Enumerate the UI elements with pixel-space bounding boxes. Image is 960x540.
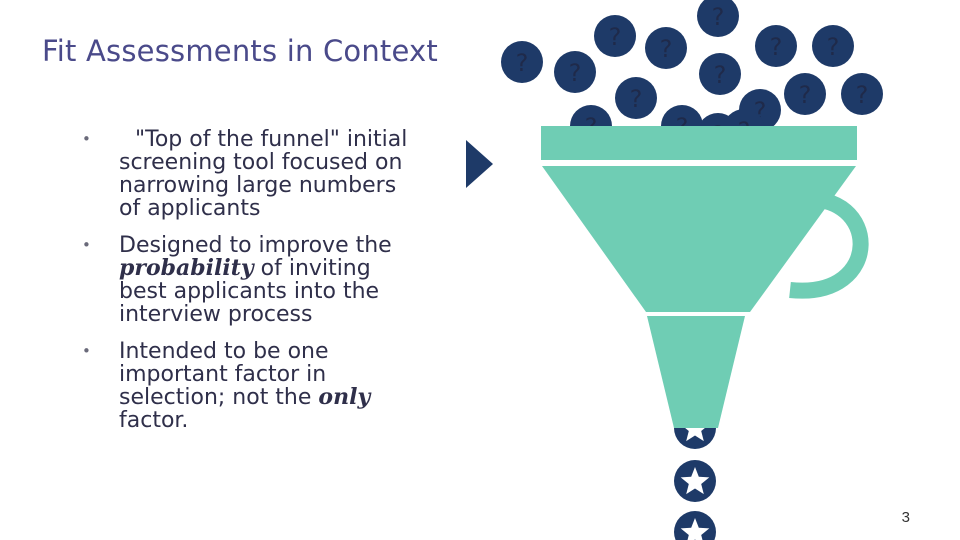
star-icon (680, 467, 710, 495)
funnel-rim (541, 126, 857, 160)
bullet-text-end: factor. (119, 408, 189, 433)
star-circle (674, 511, 716, 540)
bullet-text-end: of inviting best applicants into the int… (119, 256, 380, 327)
bullet-list: • "Top of the funnel" initial screening … (82, 128, 412, 446)
slide-title: Fit Assessments in Context (42, 34, 438, 68)
question-circle: ? (501, 41, 543, 83)
question-mark-icon: ? (856, 81, 869, 109)
question-circle: ? (784, 73, 826, 115)
question-circle: ? (645, 27, 687, 69)
question-circle: ? (812, 25, 854, 67)
question-circle: ? (554, 51, 596, 93)
question-mark-icon: ? (516, 49, 529, 77)
play-arrow-icon (466, 140, 493, 188)
question-mark-icon: ? (827, 33, 840, 61)
bullet-text: Designed to improve the (119, 233, 392, 258)
page-number: 3 (901, 509, 910, 526)
question-mark-icon: ? (660, 35, 673, 63)
bullet-emphasis: only (318, 384, 371, 410)
question-circle: ? (697, 0, 739, 37)
bullet-marker: • (82, 342, 91, 360)
question-mark-icon: ? (569, 59, 582, 87)
bullet-emphasis: probability (119, 255, 254, 281)
bullet-item-3: • Intended to be one important factor in… (82, 340, 412, 432)
bullet-item-2: • Designed to improve the probability of… (82, 234, 412, 326)
question-circle: ? (594, 15, 636, 57)
question-circle: ? (699, 53, 741, 95)
question-circle: ? (615, 77, 657, 119)
question-circle: ? (841, 73, 883, 115)
bullet-marker: • (82, 130, 91, 148)
question-mark-icon: ? (609, 23, 622, 51)
question-mark-icon: ? (714, 61, 727, 89)
funnel-cone (542, 166, 856, 312)
question-mark-icon: ? (712, 3, 725, 31)
funnel-spout (647, 316, 745, 428)
question-circle: ? (755, 25, 797, 67)
bullet-text: Intended to be one important factor in s… (119, 339, 329, 410)
bullet-marker: • (82, 236, 91, 254)
question-circles: ???????????????? (501, 0, 883, 155)
question-mark-icon: ? (630, 85, 643, 113)
question-mark-icon: ? (770, 33, 783, 61)
bullet-text: "Top of the funnel" initial screening to… (119, 127, 408, 221)
star-circle (674, 460, 716, 502)
question-mark-icon: ? (799, 81, 812, 109)
bullet-item-1: • "Top of the funnel" initial screening … (82, 128, 412, 220)
star-icon (680, 518, 710, 540)
